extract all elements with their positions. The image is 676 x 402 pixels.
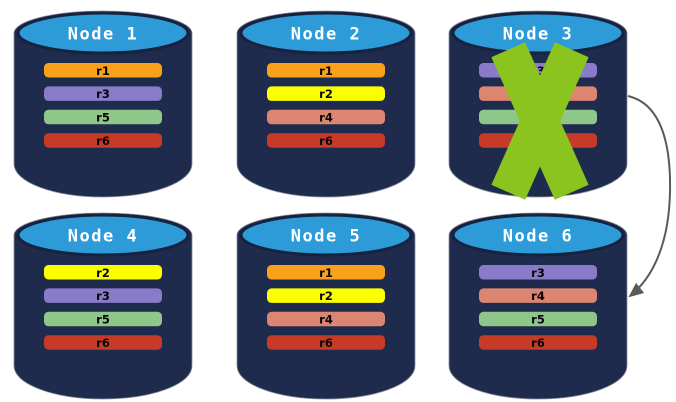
replica-bar-r3 [479,265,597,280]
replica-bar-r6 [44,335,162,350]
cylinder-body [13,10,193,198]
node-3: Node 3r3r4r5r6 [448,6,628,202]
replica-bar-r4 [267,311,385,327]
node-title: Node 1 [68,25,138,45]
database-cylinder-icon: Node 3r3r4r5r6 [448,10,628,200]
replica-label: r1 [319,64,333,78]
replica-bar-r2 [267,288,385,303]
node-title: Node 6 [503,227,573,247]
replica-label: r3 [96,87,110,101]
replica-label: r3 [96,289,110,303]
replica-bar-r5 [44,109,162,125]
replica-label: r2 [319,289,333,303]
replica-bar-r1 [267,63,385,78]
cylinder-lid [239,213,413,257]
replica-label: r5 [96,313,110,327]
cylinder-lid [451,213,625,257]
replica-label: r2 [96,266,110,280]
replica-bar-r5 [44,311,162,327]
failure-x-mark-icon [491,42,589,200]
node-1: Node 1 r1 r3 r5 r6 [13,6,193,202]
cylinder-lid [16,213,190,257]
replica-label: r6 [319,336,333,350]
replica-label: r5 [531,313,545,327]
replica-label: r1 [319,266,333,280]
replica-label: r6 [531,336,545,350]
replica-bar-r6 [267,335,385,350]
cylinder-lid [451,11,625,55]
node-title: Node 5 [291,227,361,247]
replica-label: r6 [319,134,333,148]
replica-bar-r5 [479,311,597,327]
replica-label: r5 [96,111,110,125]
replica-bar-r2 [267,86,385,101]
database-cylinder-icon: Node 6 r3 r4 r5 r6 [448,212,628,400]
node-5: Node 5 r1 r2 r4 r6 [236,208,416,402]
replica-bar-r1 [267,265,385,280]
replica-bar-r4 [479,288,597,303]
cylinder-body [448,212,628,400]
node-2: Node 2 r1 r2 r4 r6 [236,6,416,202]
replica-bar-r6 [44,133,162,148]
database-cylinder-icon: Node 1 r1 r3 r5 r6 [13,10,193,198]
cylinder-body [236,212,416,400]
node-title: Node 3 [503,25,573,45]
node-title: Node 4 [68,227,138,247]
node-title: Node 2 [291,25,361,45]
cylinder-body [13,212,193,400]
replica-label: r2 [319,87,333,101]
cylinder-lid [239,11,413,55]
replica-bar-r4 [267,109,385,125]
replica-bar-r6 [267,133,385,148]
replica-label: r6 [96,336,110,350]
replica-label: r1 [96,64,110,78]
database-cylinder-icon: Node 5 r1 r2 r4 r6 [236,212,416,400]
replica-bar-r6 [479,335,597,350]
replica-bar-r3 [44,86,162,101]
node-4: Node 4 r2 r3 r5 r6 [13,208,193,402]
database-cylinder-icon: Node 4 r2 r3 r5 r6 [13,212,193,400]
replica-label: r4 [531,289,545,303]
cylinder-lid [16,11,190,55]
cylinder-body [236,10,416,198]
replica-label: r6 [96,134,110,148]
node-6: Node 6 r3 r4 r5 r6 [448,208,628,402]
replica-bar-r3 [44,288,162,303]
replica-bar-r1 [44,63,162,78]
replica-bar-r2 [44,265,162,280]
failover-arrow-path [627,95,672,298]
replica-label: r4 [319,313,333,327]
replica-label: r3 [531,266,545,280]
database-cylinder-icon: Node 2 r1 r2 r4 r6 [236,10,416,198]
replica-label: r4 [319,111,333,125]
